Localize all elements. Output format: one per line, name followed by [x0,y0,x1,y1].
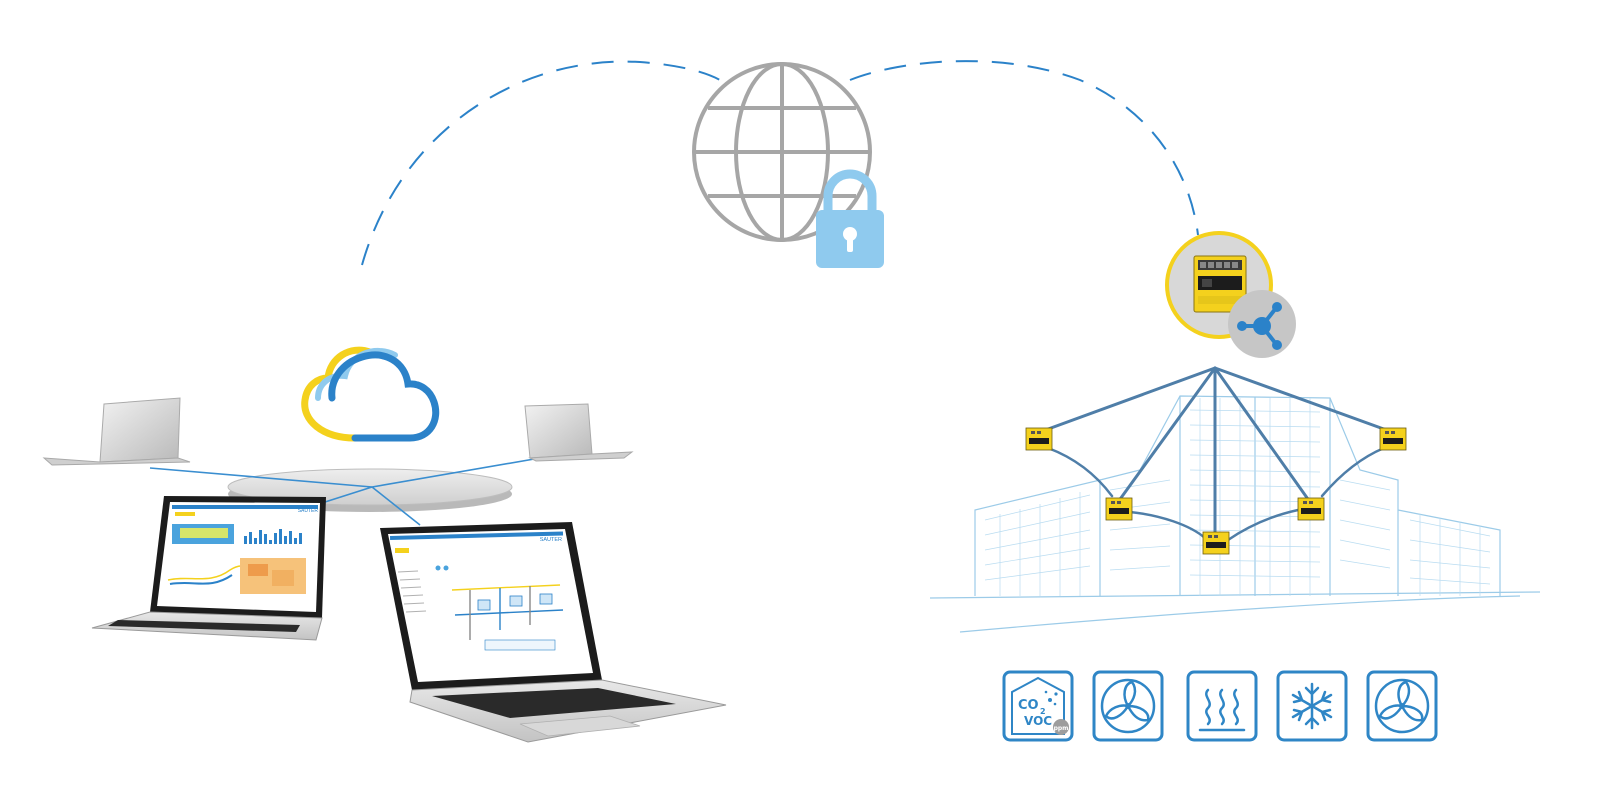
fan-icon [1366,670,1438,742]
co2-label: CO [1018,698,1039,713]
cooling-snowflake-icon [1276,670,1348,742]
cloud-icon [301,346,440,442]
fan-icon [1092,670,1164,742]
io-module [1379,427,1407,451]
laptop-dashboard: SAUTER [91,496,326,641]
building-illustration [929,395,1541,633]
network-hub-icon [1228,290,1296,358]
io-module [1105,497,1133,521]
padlock-icon [816,169,884,268]
dashed-connection-left [361,60,721,266]
globe-icon [692,62,872,242]
co2-subscript: 2 [1040,707,1046,716]
dashed-connection-right [849,60,1199,236]
schematic-brand-logo: SAUTER [540,537,562,543]
dashboard-brand-logo: SAUTER [298,508,319,514]
air-quality-sensor-icon: CO 2 VOC ppm [1002,670,1074,742]
heating-icon [1186,670,1258,742]
laptop-schematic: SAUTER [380,522,727,743]
network-connections [1038,366,1394,542]
io-module [1025,427,1053,451]
laptop-back-left [42,397,191,466]
voc-label: VOC [1024,714,1052,728]
io-module [1202,531,1230,555]
io-module [1297,497,1325,521]
laptop-back-right [524,403,634,462]
pm-label: ppm [1054,725,1069,732]
